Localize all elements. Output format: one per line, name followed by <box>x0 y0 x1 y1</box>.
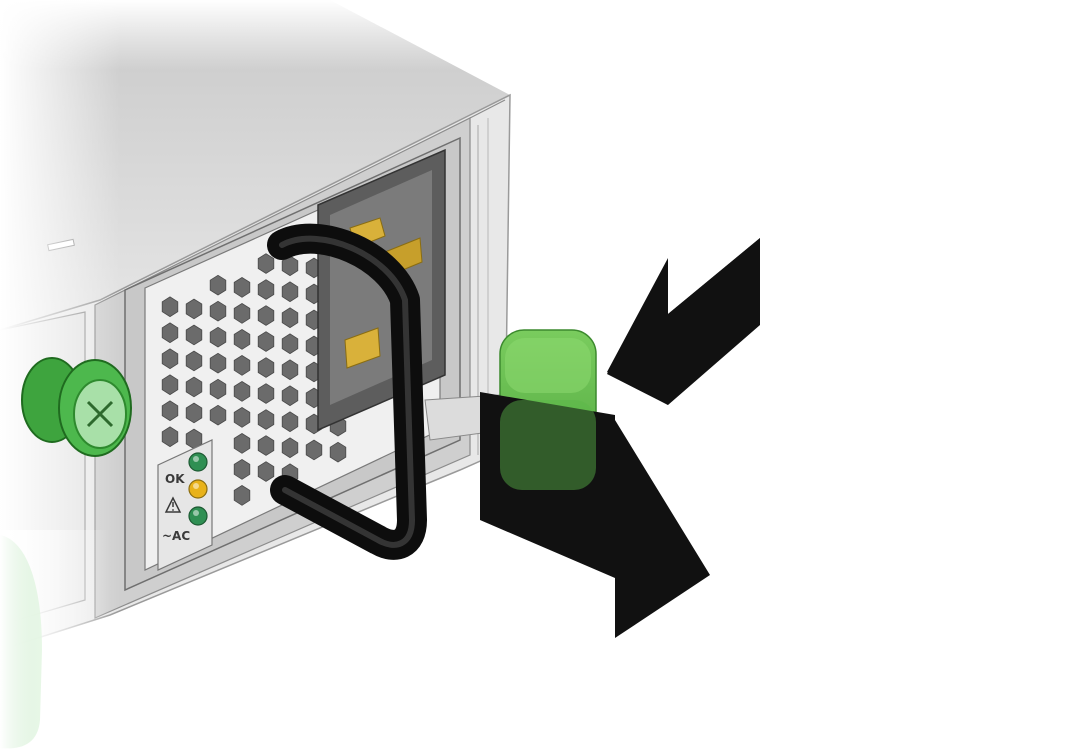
latch-overlay <box>500 400 596 490</box>
vent-hole <box>161 348 179 370</box>
vent-hole <box>281 359 299 381</box>
vent-hole <box>161 374 179 396</box>
vent-hole <box>209 352 227 374</box>
vent-hole <box>209 274 227 296</box>
led-label-ok: OK <box>165 472 185 486</box>
vent-hole <box>329 441 347 463</box>
vent-hole <box>233 277 251 298</box>
vent-hole <box>257 253 275 274</box>
vent-hole <box>281 255 299 277</box>
vent-hole <box>209 378 227 400</box>
vent-hole <box>257 279 275 300</box>
vent-hole <box>161 322 179 344</box>
vent-hole <box>257 461 275 482</box>
led-label-ac: ~AC <box>162 529 190 543</box>
vent-hole <box>185 402 203 424</box>
warning-triangle-icon <box>164 496 182 513</box>
vent-hole <box>281 333 299 355</box>
vent-hole <box>185 298 203 320</box>
led-fault <box>188 479 208 499</box>
vent-hole <box>257 435 275 456</box>
vent-hole <box>233 407 251 428</box>
vent-hole <box>185 350 203 372</box>
vent-hole <box>281 437 299 459</box>
vent-hole <box>185 324 203 346</box>
vent-hole <box>257 305 275 326</box>
pull-out-arrow <box>480 392 710 638</box>
chassis-top <box>0 0 510 330</box>
vent-hole <box>233 355 251 376</box>
led-ok <box>188 452 208 472</box>
vent-hole <box>281 281 299 303</box>
inlet-prong-bottom <box>344 327 381 369</box>
vent-hole <box>257 357 275 378</box>
vent-hole <box>209 326 227 348</box>
vent-hole <box>233 303 251 324</box>
vent-hole <box>305 439 323 461</box>
power-supply-unit[interactable]: OK ~AC <box>124 136 597 592</box>
vent-hole <box>209 404 227 426</box>
vent-hole <box>161 400 179 422</box>
push-latch-arrow <box>607 238 760 405</box>
psu-handle[interactable] <box>267 223 427 560</box>
vent-hole <box>161 426 179 448</box>
vent-hole <box>161 296 179 318</box>
vent-hole <box>233 433 251 454</box>
vent-hole <box>209 300 227 322</box>
vent-hole <box>233 459 251 480</box>
vent-hole <box>281 411 299 433</box>
screw-slot-icon <box>86 400 114 428</box>
led-ac <box>188 506 208 526</box>
vent-hole <box>257 331 275 352</box>
vent-hole <box>233 329 251 350</box>
vent-hole <box>233 381 251 402</box>
vent-hole <box>233 485 251 506</box>
vent-hole <box>281 385 299 407</box>
led-panel: OK ~AC <box>157 439 213 571</box>
vent-hole <box>257 383 275 404</box>
vent-hole <box>185 376 203 398</box>
thumbscrew[interactable] <box>21 357 132 457</box>
vent-hole <box>257 409 275 430</box>
vent-hole <box>281 307 299 329</box>
